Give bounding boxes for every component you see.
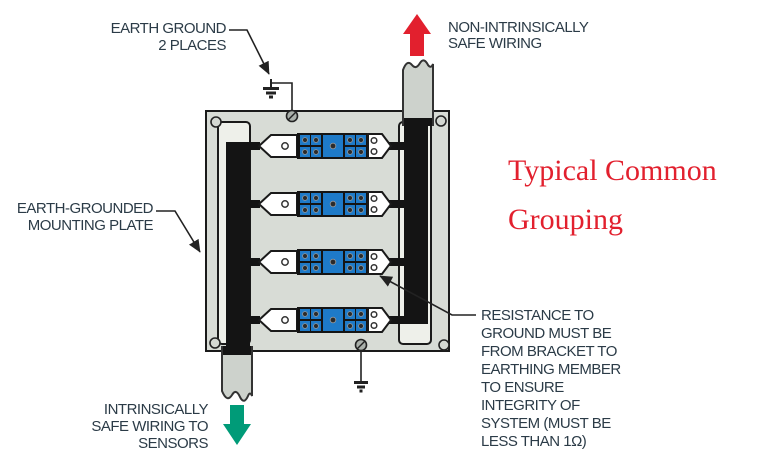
non-is-label-line-1: NON-INTRINSICALLY — [448, 19, 589, 36]
title-line-2: Grouping — [508, 203, 623, 236]
terminal-block-right — [345, 135, 366, 157]
bottom-conduit — [221, 346, 253, 402]
barrier-module-row — [230, 248, 418, 276]
terminal-block-left — [300, 135, 321, 157]
down-arrow-icon — [223, 405, 251, 445]
conduit-cable — [404, 118, 432, 126]
cap-screw-icon — [281, 316, 289, 324]
intrinsically-safe-wiring-label: INTRINSICALLY SAFE WIRING TO SENSORS — [91, 401, 208, 452]
resistance-note-line-3: FROM BRACKET TO — [481, 343, 617, 360]
non-intrinsically-safe-wire — [388, 258, 418, 266]
module-right-cap — [367, 133, 392, 159]
resistance-note-line-8: LESS THAN 1Ω) — [481, 433, 587, 450]
non-intrinsically-safe-wire — [388, 200, 418, 208]
terminal-block-left — [300, 193, 321, 215]
resistance-note-line-7: SYSTEM (MUST BE — [481, 415, 611, 432]
conduit-cable — [223, 346, 251, 355]
module-center-block — [323, 251, 343, 273]
non-intrinsically-safe-wire — [388, 142, 418, 150]
module-right-cap — [367, 191, 392, 217]
module-left-cap — [257, 250, 298, 274]
cap-screw-icon — [370, 136, 378, 145]
resistance-note-line-1: RESISTANCE TO — [481, 307, 594, 324]
earth-ground-symbol-top — [263, 79, 279, 99]
intrinsically-safe-wire — [230, 258, 260, 266]
cap-screw-icon — [281, 258, 289, 266]
cap-screw-icon — [370, 147, 378, 156]
resistance-note-line-5: TO ENSURE — [481, 379, 564, 396]
mounting-plate-leader — [156, 210, 201, 253]
earth-ground-leader — [229, 29, 270, 75]
typical-common-grouping-title: Typical Common Grouping — [508, 146, 717, 244]
intrinsically-safe-wire — [230, 200, 260, 208]
title-line-1: Typical Common — [508, 154, 717, 187]
earth-grounded-mounting-plate-label: EARTH-GROUNDED MOUNTING PLATE — [16, 200, 154, 234]
cap-screw-icon — [370, 310, 378, 319]
mounting-plate-label-line-1: EARTH-GROUNDED — [16, 200, 154, 217]
cap-screw-icon — [370, 252, 378, 261]
is-label-line-2: SAFE WIRING TO — [91, 418, 208, 435]
cap-screw-icon — [370, 263, 378, 272]
top-conduit — [402, 59, 434, 126]
conduit-fill — [222, 346, 252, 401]
safety-barrier-module — [257, 191, 392, 217]
conduit-outline — [402, 59, 434, 126]
up-arrow-icon — [403, 14, 431, 56]
cap-screw-icon — [370, 321, 378, 330]
resistance-note-line-6: INTEGRITY OF — [481, 397, 580, 414]
non-intrinsically-safe-wiring-label: NON-INTRINSICALLY SAFE WIRING — [448, 19, 589, 52]
cap-screw-icon — [281, 200, 289, 208]
cap-screw-icon — [281, 142, 289, 150]
is-label-line-3: SENSORS — [138, 435, 208, 452]
module-center-block — [323, 193, 343, 215]
module-left-cap — [257, 134, 298, 158]
barrier-module-row — [230, 306, 418, 334]
terminal-block-right — [345, 309, 366, 331]
non-is-label-line-2: SAFE WIRING — [448, 35, 542, 52]
module-left-cap — [257, 308, 298, 332]
module-center-block — [323, 309, 343, 331]
earth-ground-wire-top — [271, 82, 293, 111]
barrier-module-row — [230, 132, 418, 160]
module-right-cap — [367, 249, 392, 275]
intrinsically-safe-wire — [230, 142, 260, 150]
terminal-block-right — [345, 251, 366, 273]
safety-barrier-module — [257, 133, 392, 159]
non-intrinsically-safe-wire — [388, 316, 418, 324]
intrinsically-safe-wire — [230, 316, 260, 324]
resistance-note: RESISTANCE TO GROUND MUST BE FROM BRACKE… — [481, 307, 621, 451]
cap-screw-icon — [370, 194, 378, 203]
earth-ground-label-line-2: 2 PLACES — [158, 37, 226, 54]
barrier-module-row — [230, 190, 418, 218]
conduit-fill — [403, 60, 433, 126]
earth-ground-symbol-bottom — [354, 381, 368, 393]
module-left-cap — [257, 192, 298, 216]
safety-barrier-module — [257, 307, 392, 333]
terminal-block-left — [300, 309, 321, 331]
cap-screw-icon — [370, 205, 378, 214]
mounting-plate-label-line-2: MOUNTING PLATE — [27, 217, 154, 234]
module-center-block — [323, 135, 343, 157]
safety-barrier-module — [257, 249, 392, 275]
is-label-line-1: INTRINSICALLY — [103, 401, 209, 418]
module-right-cap — [367, 307, 392, 333]
earth-ground-label: EARTH GROUND 2 PLACES — [110, 20, 227, 54]
terminal-block-left — [300, 251, 321, 273]
resistance-note-line-2: GROUND MUST BE — [481, 325, 612, 342]
terminal-block-right — [345, 193, 366, 215]
earth-ground-label-line-1: EARTH GROUND — [110, 20, 227, 37]
resistance-note-line-4: EARTHING MEMBER — [481, 361, 621, 378]
conduit-outline — [221, 346, 253, 402]
